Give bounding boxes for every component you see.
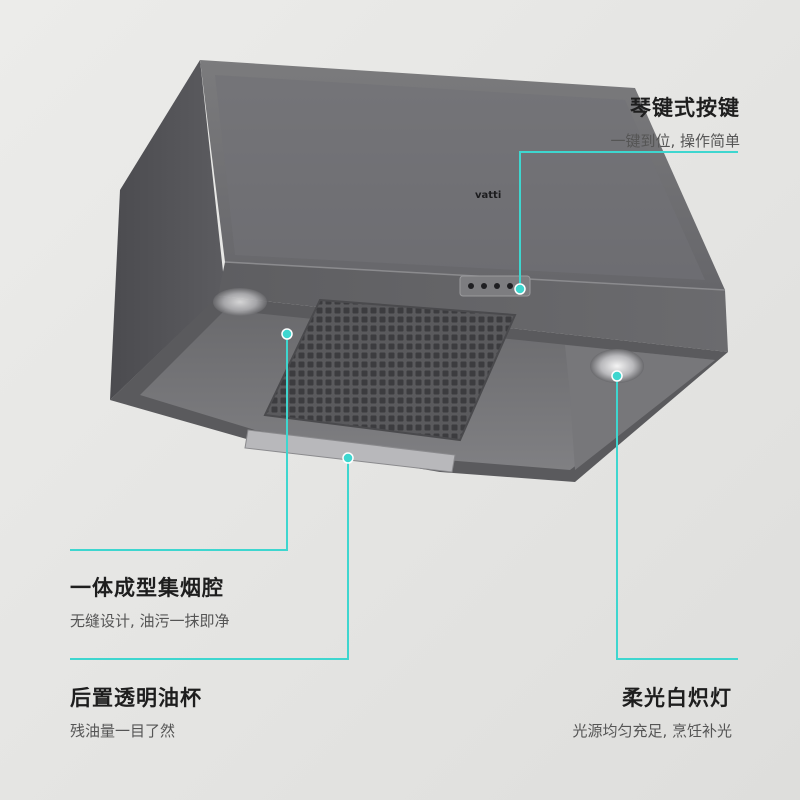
callout-dot-light (611, 370, 623, 382)
callout-lines (70, 151, 738, 660)
callout-light-subtitle: 光源均匀充足, 烹饪补光 (572, 722, 732, 740)
key-2-icon (481, 283, 487, 289)
callout-line-keys (519, 151, 738, 289)
callout-dot-cup (342, 452, 354, 464)
left-lamp (213, 288, 267, 316)
filter-grille (263, 298, 517, 442)
right-lamp (590, 349, 644, 383)
callout-keys: 琴键式按键 一键到位, 操作简单 (610, 92, 740, 151)
callout-oil-cup: 后置透明油杯 残油量一目了然 (70, 682, 202, 741)
oil-cup-rail (244, 429, 456, 473)
callout-oil-cup-subtitle: 残油量一目了然 (70, 722, 176, 740)
callout-keys-subtitle: 一键到位, 操作简单 (610, 132, 740, 150)
callout-light-title: 柔光白炽灯 (622, 686, 732, 710)
callout-dots (281, 283, 623, 464)
callout-line-cup (70, 458, 349, 660)
callout-cavity-title: 一体成型集烟腔 (70, 576, 224, 600)
hood-front-rim (218, 262, 728, 352)
hood-top-bevel (215, 75, 705, 280)
brand-logo: vatti (475, 190, 501, 201)
callout-line-light (616, 376, 738, 660)
callout-light: 柔光白炽灯 光源均匀充足, 烹饪补光 (572, 682, 732, 741)
hood-left-side (110, 60, 225, 400)
callout-oil-cup-title: 后置透明油杯 (70, 686, 202, 710)
callout-cavity: 一体成型集烟腔 无缝设计, 油污一抹即净 (70, 572, 230, 631)
key-4-icon (507, 283, 513, 289)
callout-cavity-subtitle: 无缝设计, 油污一抹即净 (70, 612, 230, 630)
callout-dot-keys (514, 283, 526, 295)
callout-line-cavity (70, 334, 288, 551)
callout-dot-cavity (281, 328, 293, 340)
key-1-icon (468, 283, 474, 289)
callout-keys-title: 琴键式按键 (630, 96, 740, 120)
key-3-icon (494, 283, 500, 289)
